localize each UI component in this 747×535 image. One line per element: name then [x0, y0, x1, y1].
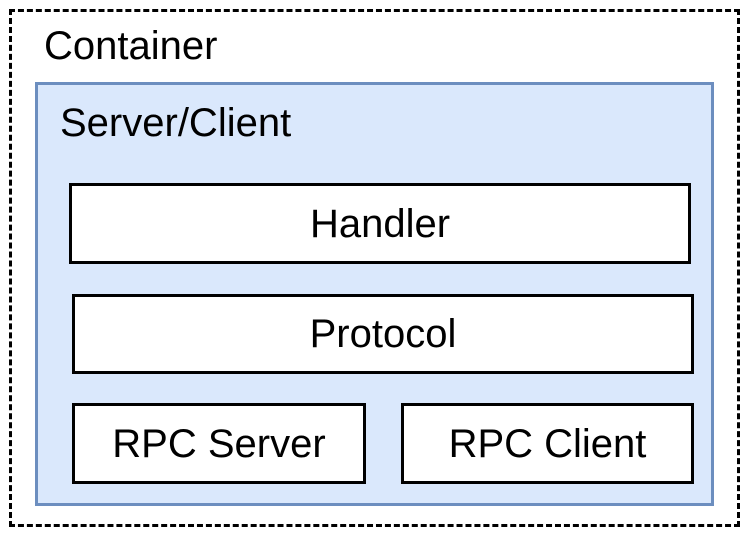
protocol-label: Protocol: [309, 312, 457, 356]
rpc-client-label: RPC Client: [448, 421, 647, 466]
server-client-label: Server/Client: [60, 101, 292, 145]
rpc-client-layer: RPC Client: [401, 403, 694, 484]
container-label: Container: [44, 24, 218, 68]
protocol-layer: Protocol: [72, 294, 694, 374]
rpc-server-layer: RPC Server: [72, 403, 366, 484]
handler-label: Handler: [309, 201, 451, 246]
rpc-server-label: RPC Server: [112, 421, 326, 466]
handler-layer: Handler: [69, 183, 691, 264]
